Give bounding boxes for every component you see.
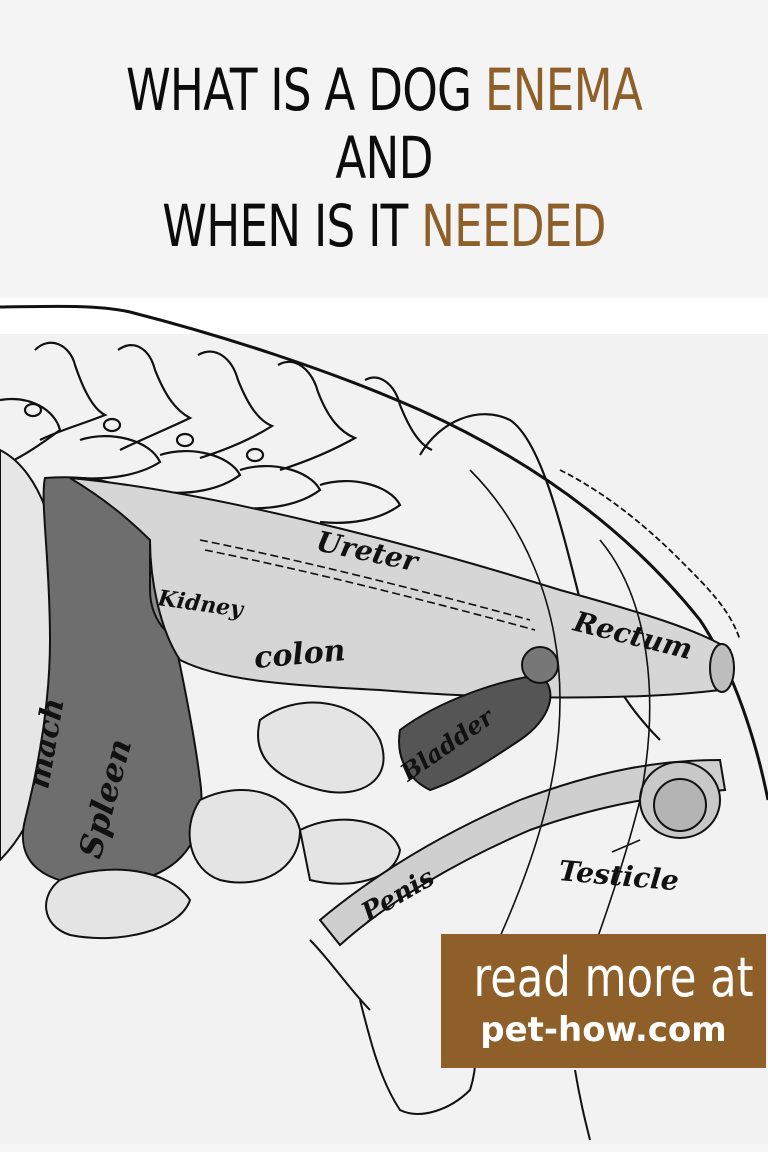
- anatomy-illustration: mach Spleen Kidney Ureter colon Rectum B…: [0, 298, 768, 1144]
- title-accent-needed: NEEDED: [421, 192, 606, 260]
- label-testicle: Testicle: [557, 854, 680, 897]
- site-url[interactable]: pet-how.com: [480, 1010, 727, 1050]
- page-title: WHAT IS A DOG ENEMA AND WHEN IS IT NEEDE…: [84, 56, 683, 260]
- title-line1-suffix: AND: [335, 124, 433, 192]
- bottom-margin: [0, 1144, 768, 1152]
- title-line1-text: WHAT IS A DOG: [125, 56, 485, 124]
- read-more-text: read more at: [473, 946, 754, 1009]
- header: WHAT IS A DOG ENEMA AND WHEN IS IT NEEDE…: [0, 0, 768, 298]
- title-line1: WHAT IS A DOG ENEMA AND: [125, 56, 643, 192]
- read-more-badge[interactable]: read more at pet-how.com: [441, 934, 766, 1068]
- title-accent-enema: ENEMA: [484, 56, 643, 124]
- title-line2: WHEN IS IT NEEDED: [162, 192, 606, 260]
- title-line2-text: WHEN IS IT: [162, 192, 422, 260]
- anatomy-drawing: mach Spleen Kidney Ureter colon Rectum B…: [0, 298, 768, 1141]
- label-colon: colon: [253, 633, 347, 676]
